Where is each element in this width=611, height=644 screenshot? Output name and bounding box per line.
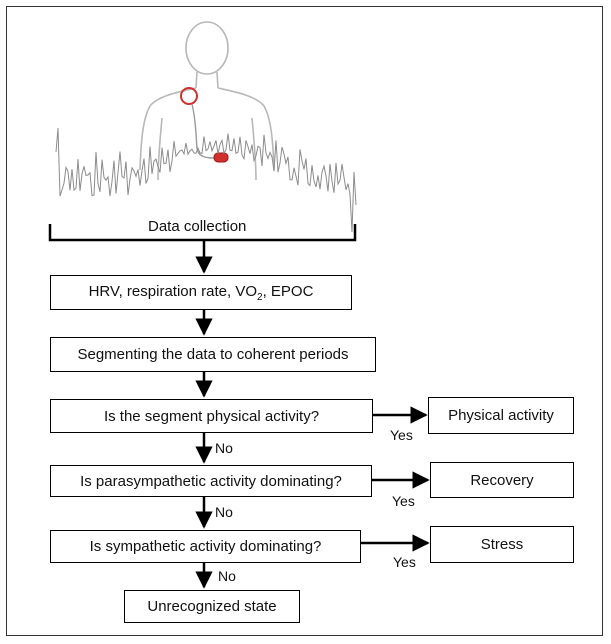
unrecognized-state-label: Unrecognized state	[147, 598, 277, 615]
data-collection-caption: Data collection	[148, 218, 247, 235]
decision-question-3: Is sympathetic activity dominating?	[89, 538, 322, 555]
torso-outline	[139, 87, 275, 171]
metrics-step-box: HRV, respiration rate, VO2, EPOC	[50, 275, 352, 310]
decision-question-2: Is parasympathetic activity dominating?	[80, 472, 342, 490]
outcome-box-recovery: Recovery	[430, 462, 574, 498]
decision-box-parasympathetic: Is parasympathetic activity dominating?	[50, 465, 372, 497]
neck-outline	[195, 71, 219, 89]
metrics-step-label: HRV, respiration rate, VO2, EPOC	[88, 282, 314, 303]
arm-inner-lines	[157, 117, 257, 181]
yes-label-2: Yes	[392, 493, 415, 509]
yes-label-1: Yes	[390, 427, 413, 443]
decision-box-physical-activity: Is the segment physical activity?	[50, 399, 373, 433]
decision-box-sympathetic: Is sympathetic activity dominating?	[50, 530, 361, 563]
segmenting-step-label: Segmenting the data to coherent periods	[77, 346, 349, 363]
data-collection-bracket	[48, 224, 357, 242]
unrecognized-state-box: Unrecognized state	[124, 590, 300, 623]
no-label-2: No	[215, 504, 233, 520]
human-body-illustration	[139, 21, 275, 181]
heart-rate-signal-trace	[55, 127, 357, 233]
yes-label-3: Yes	[393, 554, 416, 570]
outcome-label-1: Physical activity	[448, 407, 554, 424]
chest-electrode-icon	[180, 87, 198, 105]
no-label-3: No	[218, 568, 236, 584]
yes-arrows	[361, 406, 430, 552]
recorder-device-icon	[213, 152, 229, 163]
outcome-label-2: Recovery	[470, 471, 534, 489]
outcome-label-3: Stress	[480, 536, 524, 553]
decision-question-1: Is the segment physical activity?	[103, 407, 320, 425]
no-label-1: No	[215, 440, 233, 456]
head-outline	[185, 21, 229, 75]
sensor-wire	[191, 103, 215, 159]
outcome-box-physical-activity: Physical activity	[428, 397, 574, 434]
outcome-box-stress: Stress	[430, 526, 574, 563]
heart-rate-sensor	[180, 87, 229, 163]
segmenting-step-box: Segmenting the data to coherent periods	[50, 337, 376, 372]
